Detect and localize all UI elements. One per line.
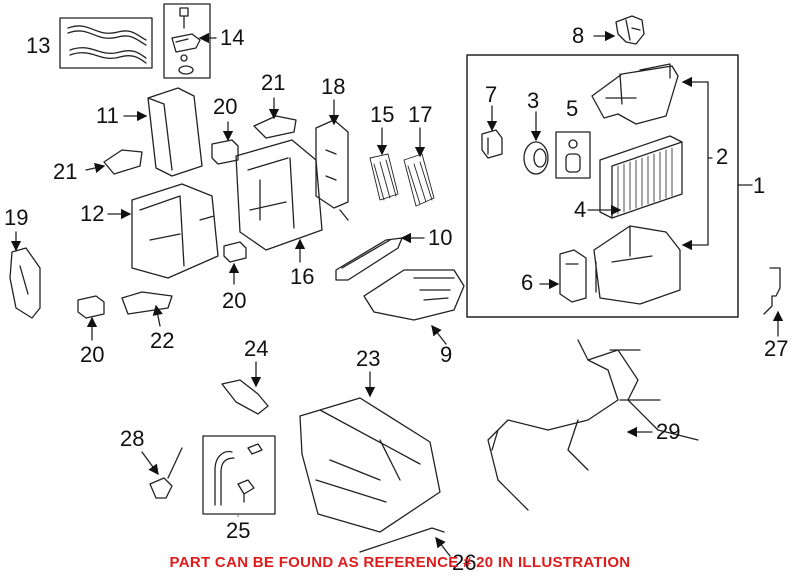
part-7 [481,129,503,159]
callout-9: 9 [440,342,453,367]
group-box-1 [466,54,739,318]
callout-25: 25 [226,518,251,543]
part-11 [147,87,203,177]
callout-20b: 20 [222,288,247,313]
callout-28: 28 [120,426,145,451]
part-16-housing [235,139,323,251]
part-23 [299,397,441,533]
callout-12: 12 [80,201,105,226]
part-2-lower [593,225,681,305]
oring-14a [180,54,188,62]
part-17 [403,153,435,207]
callout-6: 6 [521,270,534,295]
hose-25 [214,450,235,506]
fitting-25a [247,443,263,455]
callout-7: 7 [485,82,498,107]
part-3-inner [533,148,547,168]
part-4-fins [617,147,673,215]
leader-28 [141,451,159,476]
callout-10: 10 [428,225,453,250]
bracket-2 [707,81,713,246]
part-22 [121,291,173,315]
leader-22 [152,304,163,327]
part-26 [359,527,445,553]
part-2-cover [591,63,679,125]
callout-24: 24 [244,336,269,361]
part-15 [369,153,399,201]
part-29 [487,339,699,511]
callout-17: 17 [408,102,433,127]
part-10 [335,237,403,281]
callout-2: 2 [716,144,729,169]
part-6 [559,249,587,303]
part-21b [253,115,297,139]
callout-11: 11 [96,103,119,128]
part-27 [763,267,781,315]
part-8 [615,15,645,45]
callout-5: 5 [566,96,579,121]
part-24 [221,379,269,415]
part-21a [103,149,143,175]
part-9 [363,269,465,321]
group-box-25 [202,435,276,515]
part-18 [315,119,349,221]
callout-15: 15 [370,102,395,127]
group-box-14 [163,3,211,79]
oring-14b [178,65,194,75]
part-20c [77,295,105,319]
seal-5a [568,139,578,149]
part-20b [223,241,247,263]
reference-notice: PART CAN BE FOUND AS REFERENCE # 20 IN I… [169,554,631,571]
seal-5b [565,153,581,173]
part-20a [211,139,239,165]
part-28 [149,447,183,499]
callout-21b: 21 [261,70,286,95]
callout-20c: 20 [80,342,105,367]
callout-20a: 20 [213,94,238,119]
hose-13a-outline [67,25,147,46]
clip-14 [171,33,201,53]
part-3 [523,141,549,175]
group-box-13 [59,17,153,69]
callout-4: 4 [574,197,587,222]
group-box-5 [555,131,591,179]
callout-18: 18 [321,74,346,99]
callout-13: 13 [26,33,51,58]
callout-29: 29 [656,419,681,444]
part-4-core [599,135,683,219]
callout-23: 23 [356,346,381,371]
callout-19: 19 [4,205,29,230]
callout-3: 3 [527,88,540,113]
part-19 [9,247,41,319]
bolt-14 [179,7,189,29]
callout-21a: 21 [53,159,78,184]
callout-8: 8 [572,23,585,48]
leader-21a [85,162,106,174]
fitting-25b [237,479,255,503]
callout-26: 26 [452,550,477,575]
leader-9 [431,324,447,345]
callout-14: 14 [220,25,245,50]
callout-16: 16 [290,264,315,289]
callout-22: 22 [150,328,175,353]
leader-26 [435,536,451,557]
part-12 [131,183,219,279]
callout-27: 27 [764,336,789,361]
callout-1: 1 [753,173,766,198]
hose-13b [69,47,147,64]
